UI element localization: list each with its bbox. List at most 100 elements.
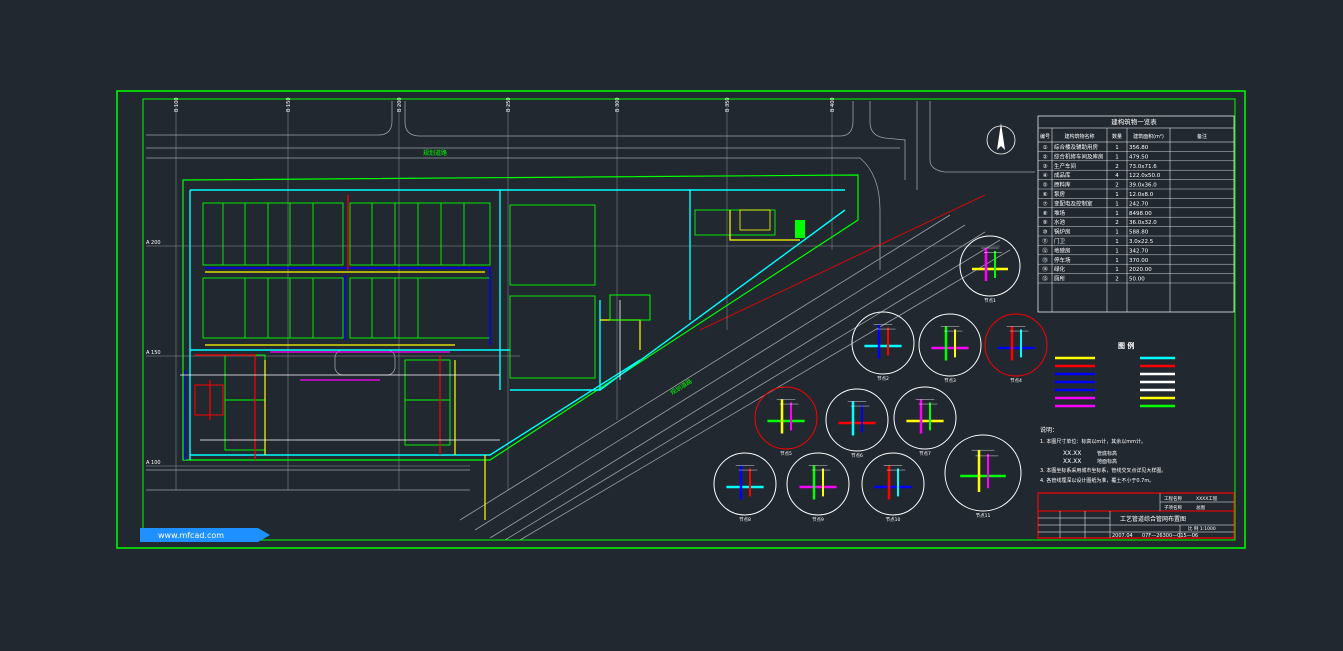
drawing-frame-outer <box>116 90 1246 549</box>
table-cell-area: 73.0x71.6 <box>1129 164 1157 170</box>
notes-line-3: 3. 本图坐标系采用城市坐标系，管线交叉点详见大样图。 <box>1040 467 1166 474</box>
detail-circle <box>984 313 1048 377</box>
table-cell-qty: 1 <box>1115 258 1119 264</box>
table-cell-qty: 1 <box>1115 248 1119 254</box>
table-cell-qty: 1 <box>1115 192 1119 198</box>
table-cell-name: 成品库 <box>1054 171 1071 179</box>
axis-left-label: A 100 <box>146 460 161 466</box>
axis-top-label: B 250 <box>506 97 512 112</box>
road-network <box>146 101 1035 491</box>
detail-circle <box>861 452 925 516</box>
water-pool <box>334 349 396 376</box>
white-pipes <box>180 300 621 441</box>
detail-label: 节点4 <box>1010 378 1022 384</box>
detail-label: 节点3 <box>944 378 956 384</box>
table-cell-area: 122.0x50.0 <box>1129 173 1161 179</box>
notes-line-4: 4. 各管线埋深以设计图纸为准，覆土不小于0.7m。 <box>1040 477 1154 484</box>
site-boundary <box>182 174 859 461</box>
table-cell-name: 泵房 <box>1054 190 1066 198</box>
axis-top-label: B 200 <box>397 97 403 112</box>
drawing-date: 2007.04 <box>1112 533 1133 539</box>
table-cell-area: 242.70 <box>1129 201 1149 207</box>
table-cell-name: 水池 <box>1054 218 1066 226</box>
table-cell-qty: 2 <box>1115 277 1119 283</box>
table-cell-qty: 1 <box>1115 211 1119 217</box>
detail-circle <box>851 311 915 375</box>
table-cell-no: ⑬ <box>1042 256 1048 264</box>
detail-circle <box>713 452 777 516</box>
table-cell-area: 370.00 <box>1129 258 1149 264</box>
detail-label: 节点1 <box>984 298 996 304</box>
table-cell-no: ⑨ <box>1043 219 1048 226</box>
table-cell-area: 356.80 <box>1129 145 1149 151</box>
table-cell-area: 50.00 <box>1129 277 1145 283</box>
table-header-cell: 备注 <box>1197 133 1207 140</box>
table-cell-no: ⑫ <box>1042 246 1048 254</box>
grid-axes <box>146 103 1000 490</box>
title-project-value: XXXX工程 <box>1196 495 1218 502</box>
title-item-label: 子项名称 <box>1164 504 1182 511</box>
watermark-banner: www.mfcad.com <box>140 528 270 542</box>
table-cell-qty: 1 <box>1115 230 1119 236</box>
detail-label: 节点9 <box>812 517 824 523</box>
drawing-scale: 比 例 1:1000 <box>1188 525 1216 532</box>
table-header-cell: 数量 <box>1112 133 1122 140</box>
detail-circle <box>893 386 957 450</box>
title-item-value: 总图 <box>1196 504 1205 511</box>
table-cell-no: ⑦ <box>1043 200 1048 207</box>
table-cell-qty: 2 <box>1115 220 1119 226</box>
title-block <box>1037 492 1235 539</box>
table-cell-no: ⑥ <box>1043 192 1048 198</box>
notes-sample-a-label: 管底标高 <box>1097 450 1117 457</box>
table-cell-qty: 2 <box>1115 164 1119 170</box>
detail-circle <box>754 386 818 450</box>
axis-left-label: A 200 <box>146 240 161 246</box>
equipment-marks <box>194 209 805 416</box>
table-cell-qty: 4 <box>1115 173 1119 179</box>
table-cell-name: 综合机修车间及库房 <box>1054 152 1104 160</box>
notes-sample-b-label: 地面标高 <box>1097 458 1117 465</box>
table-cell-no: ⑪ <box>1042 237 1048 245</box>
table-cell-qty: 1 <box>1115 267 1119 273</box>
table-cell-qty: 1 <box>1115 239 1119 245</box>
table-cell-name: 堆场 <box>1054 209 1066 217</box>
diagonal-road-label: 规划道路 <box>669 377 694 397</box>
magenta-pipes <box>270 351 450 381</box>
table-cell-area: 39.0x36.0 <box>1129 183 1157 189</box>
notes-sample-b: XX.XX <box>1063 458 1081 465</box>
table-cell-name: 锅炉房 <box>1054 228 1071 236</box>
detail-label: 节点10 <box>886 517 901 523</box>
table-cell-qty: 1 <box>1115 154 1119 160</box>
table-cell-name: 厕所 <box>1054 275 1066 283</box>
watermark-text: www.mfcad.com <box>158 531 224 540</box>
cyan-pipes <box>189 189 846 460</box>
red-pipes <box>195 195 441 460</box>
table-cell-name: 生产车间 <box>1054 162 1076 170</box>
table-cell-area: 3.0x22.5 <box>1129 239 1154 245</box>
top-road-label: 规划道路 <box>423 149 447 157</box>
axis-left-label: A 150 <box>146 350 161 356</box>
table-cell-qty: 1 <box>1115 145 1119 151</box>
notes-sample-a: XX.XX <box>1063 450 1081 457</box>
table-cell-name: 综合楼及辅助用房 <box>1054 143 1099 151</box>
detail-circle <box>959 235 1021 297</box>
drawing-frame-inner <box>142 98 1236 541</box>
table-cell-no: ② <box>1043 153 1048 160</box>
table-cell-area: 36.0x32.0 <box>1129 220 1157 226</box>
table-cell-no: ⑤ <box>1043 183 1048 189</box>
table-cell-no: ③ <box>1043 164 1048 170</box>
table-cell-area: 479.50 <box>1129 154 1149 160</box>
legend-swatches <box>1055 356 1175 408</box>
axis-top-label: B 300 <box>615 97 621 112</box>
notes-line-1: 1. 本图尺寸单位：标高以m计，其余以mm计。 <box>1040 438 1146 445</box>
axis-left-labels: A 200 A 150 A 100 <box>146 240 161 466</box>
table-cell-no: ⑩ <box>1043 229 1048 236</box>
table-cell-no: ① <box>1043 145 1048 151</box>
building-blocks <box>202 202 776 451</box>
table-cell-name: 变配电及控制室 <box>1054 199 1093 207</box>
table-header-cell: 编号 <box>1040 133 1050 140</box>
